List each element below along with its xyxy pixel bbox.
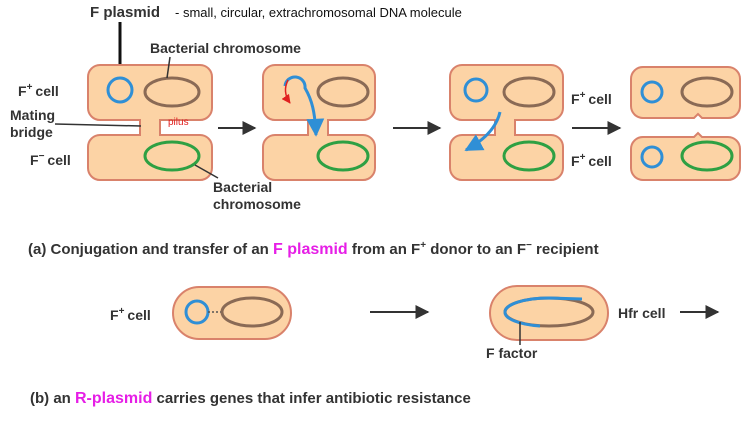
stage4-plasmid-bottom (640, 145, 664, 169)
label-hfr-cell: Hfr cell (618, 305, 665, 321)
stage2-cells (262, 64, 376, 181)
stage1-recipient-chromosome (143, 140, 201, 172)
panel-b-cell-body (172, 286, 292, 340)
caption-a: (a) Conjugation and transfer of an F pla… (28, 240, 599, 258)
label-mating-line2: bridge (10, 124, 53, 140)
label-bacterial-line2: chromosome (213, 196, 301, 212)
label-result-f-plus-bottom: F+cell (571, 152, 612, 169)
stage3-cells (449, 64, 564, 181)
stage3-donor-plasmid (463, 77, 489, 103)
label-mating-line1: Mating (10, 107, 55, 123)
stage4-cells (630, 66, 741, 181)
stage3-donor-chromosome (502, 76, 556, 108)
chromosome-top-pointer (166, 56, 171, 79)
stage2-donor-chromosome (316, 76, 370, 108)
stage4-bottom-cell (630, 131, 741, 181)
panel-b-chromosome (220, 296, 284, 328)
caption-b: (b) an R-plasmid carries genes that infe… (30, 390, 471, 407)
stage4-chromosome-bottom (680, 140, 734, 172)
label-bacterial-line1: Bacterial (213, 179, 272, 195)
caption-b-highlight: R-plasmid (75, 390, 152, 407)
panel-b-integrated-f-factor-lower (503, 311, 541, 328)
panel-b-integrated-f-factor (503, 296, 583, 313)
stage4-chromosome-top (680, 76, 734, 108)
stage4-plasmid-top (640, 80, 664, 104)
stage2-rotation-arrow (281, 79, 291, 104)
stage2-recipient-chromosome (316, 140, 370, 172)
stage3-cell-pair (449, 64, 564, 181)
stage1-donor-chromosome (143, 76, 201, 108)
stage4-top-cell (630, 66, 741, 119)
header-plasmid-definition: - small, circular, extrachromosomal DNA … (175, 5, 462, 20)
stage1-cell-pair (87, 64, 213, 181)
label-bacterial-chromosome-top: Bacterial chromosome (150, 40, 301, 56)
label-f-factor: F factor (486, 345, 538, 361)
panel-b-hfr-cell-body (489, 285, 609, 341)
stage1-cells (87, 64, 213, 181)
chromosome-bottom-pointer (194, 164, 219, 179)
label-f-minus-cell: F−cell (30, 151, 71, 168)
label-f-plus-cell-a: F+cell (18, 82, 59, 99)
stage1-f-plasmid (106, 76, 134, 104)
stage3-recipient-chromosome (502, 140, 556, 172)
stage3-transferred-strand (464, 111, 502, 152)
panel-b-donor-cell (172, 286, 292, 340)
mating-bridge-pointer (54, 123, 142, 127)
stage2-plasmid-transfer (283, 75, 325, 137)
caption-a-highlight: F plasmid (273, 241, 348, 258)
header-plasmid-term: F plasmid (90, 4, 160, 21)
label-result-f-plus-top: F+cell (571, 90, 612, 107)
panel-b-hfr-cell (489, 285, 609, 341)
label-f-plus-cell-b: F+cell (110, 306, 151, 323)
label-pilus: pilus (168, 117, 189, 128)
